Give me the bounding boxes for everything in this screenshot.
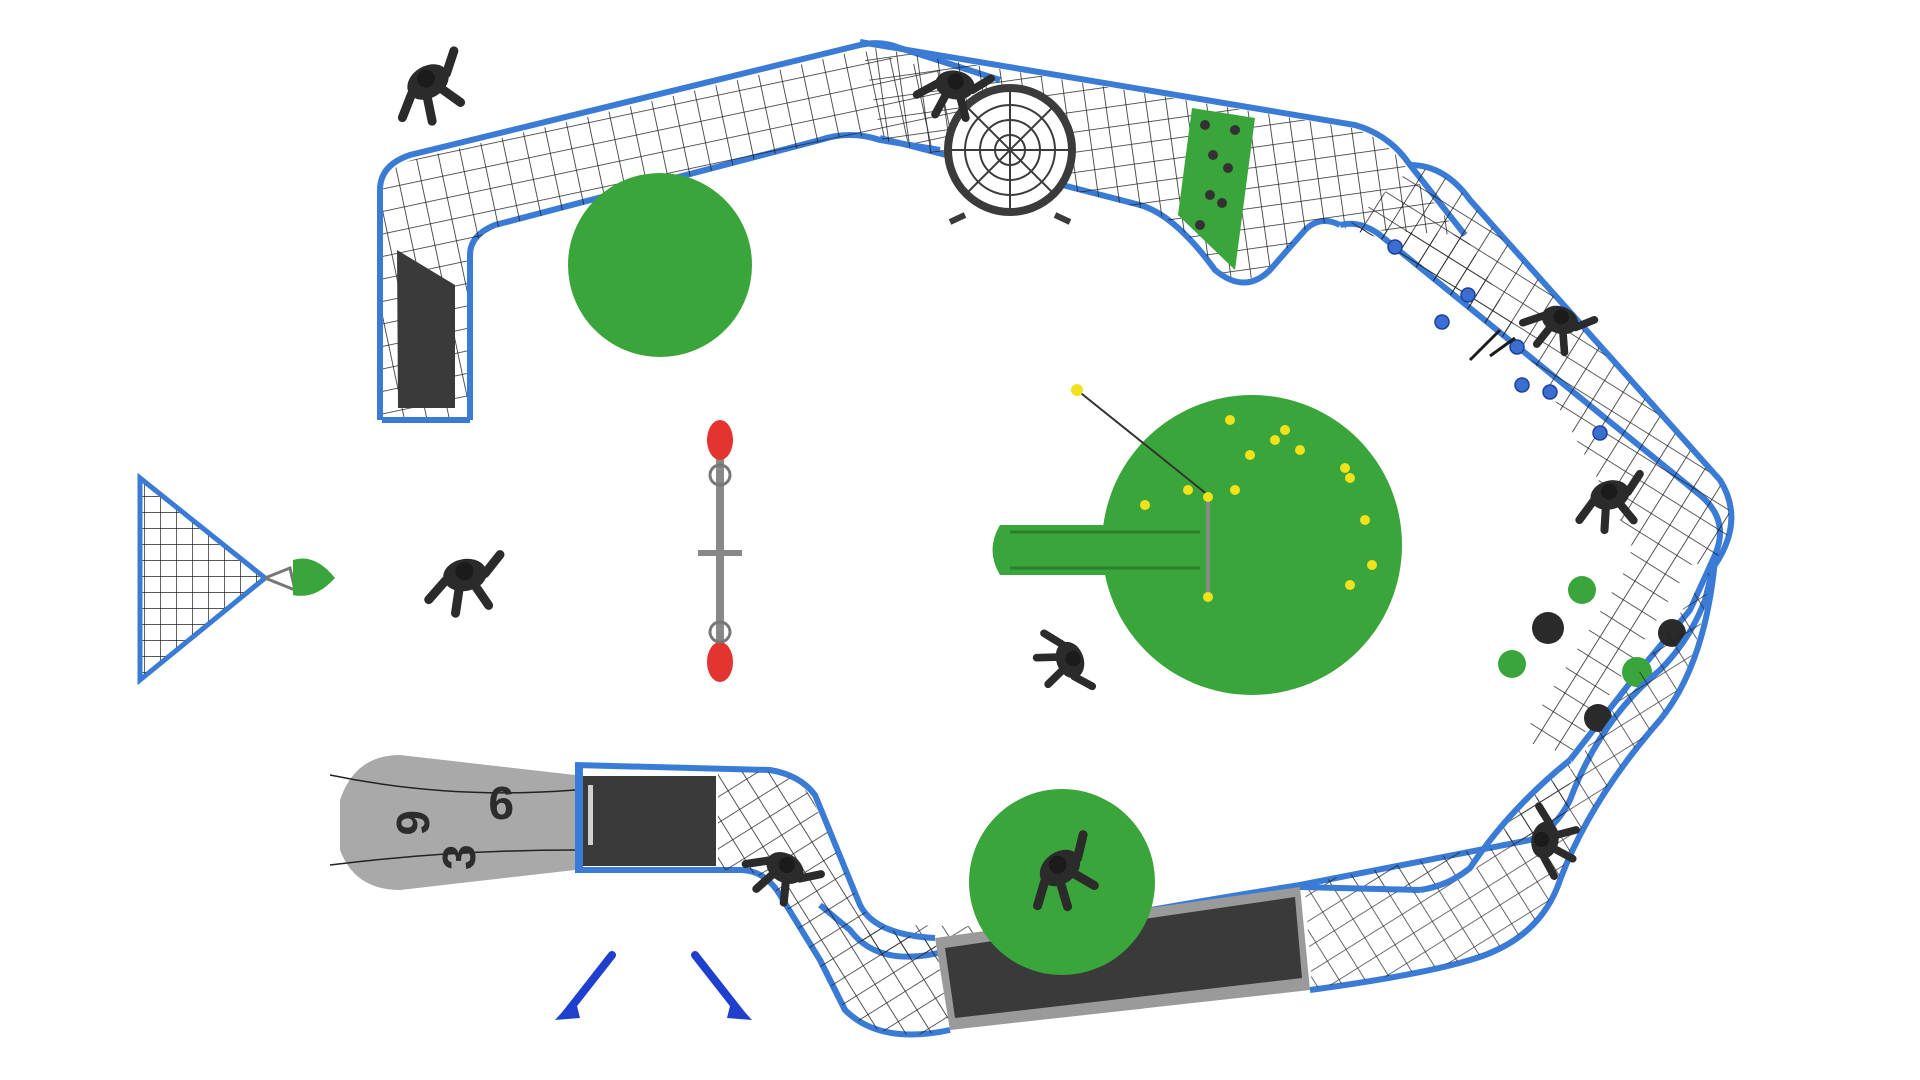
sign-number-3: 3 <box>433 844 485 870</box>
triangle-climbing-net <box>137 472 335 686</box>
rubber-mat <box>397 250 455 408</box>
sign-number-1: 9 <box>488 777 514 829</box>
net-corridor-top <box>859 39 1468 286</box>
number-sign-board: 9 6 3 <box>329 755 576 890</box>
climbing-hold-icon <box>1195 120 1240 230</box>
rubber-mat <box>582 776 716 866</box>
traffic-cone-icon <box>691 951 752 1020</box>
net-corridor-bottom <box>817 559 1718 1038</box>
person-figure-icon <box>423 553 509 618</box>
sign-number-2: 6 <box>387 810 439 836</box>
climbing-dome-with-slide <box>992 384 1402 695</box>
traffic-cone-icon <box>555 951 616 1020</box>
climbing-hold-icon <box>1071 384 1377 602</box>
spider-web-net-icon <box>944 84 1076 225</box>
green-round-pad <box>568 173 752 357</box>
slide-icon <box>992 525 1205 575</box>
climbing-wall-panel <box>1178 108 1255 270</box>
seesaw-icon <box>698 420 742 682</box>
net-corridor-bottom-left <box>574 762 950 1035</box>
person-figure-icon <box>1030 623 1094 700</box>
person-figure-icon <box>385 49 479 133</box>
